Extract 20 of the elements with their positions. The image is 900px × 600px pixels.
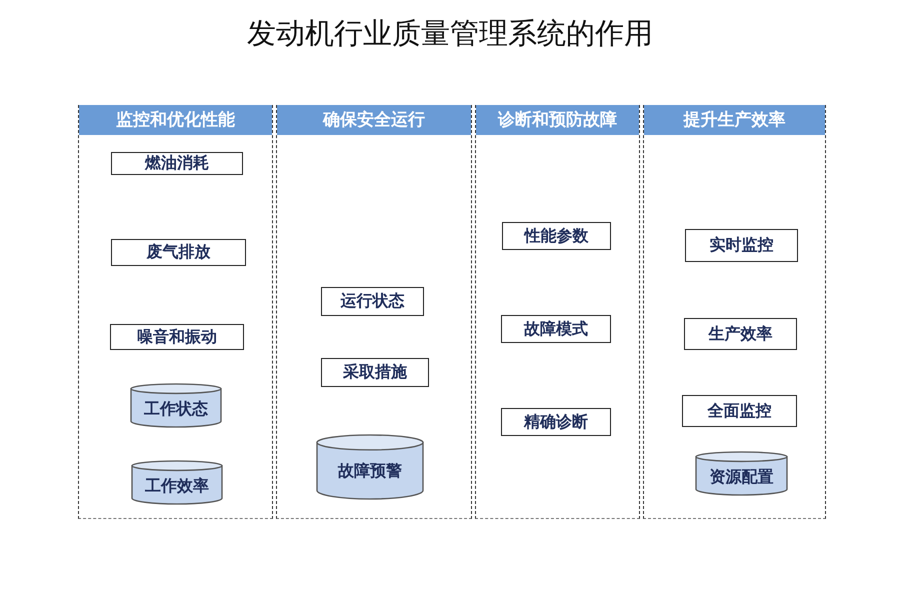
process-box: 生产效率 <box>684 318 797 350</box>
column-header: 确保安全运行 <box>277 105 471 135</box>
process-box: 采取措施 <box>321 358 429 387</box>
process-box: 废气排放 <box>111 239 246 266</box>
swimlane <box>643 105 826 519</box>
column-header: 监控和优化性能 <box>79 105 272 135</box>
swimlane <box>78 105 273 519</box>
process-box: 故障模式 <box>501 315 611 343</box>
diagram-title: 发动机行业质量管理系统的作用 <box>246 15 654 52</box>
process-box: 精确诊断 <box>501 408 611 436</box>
swimlane <box>276 105 472 519</box>
process-box: 噪音和振动 <box>110 324 244 350</box>
column-header: 诊断和预防故障 <box>476 105 639 135</box>
process-box: 全面监控 <box>682 395 797 427</box>
process-box: 性能参数 <box>502 222 611 250</box>
column-header: 提升生产效率 <box>644 105 825 135</box>
process-box: 实时监控 <box>685 229 798 262</box>
swimlane <box>475 105 640 519</box>
process-box: 燃油消耗 <box>111 152 243 175</box>
process-box: 运行状态 <box>321 287 424 316</box>
